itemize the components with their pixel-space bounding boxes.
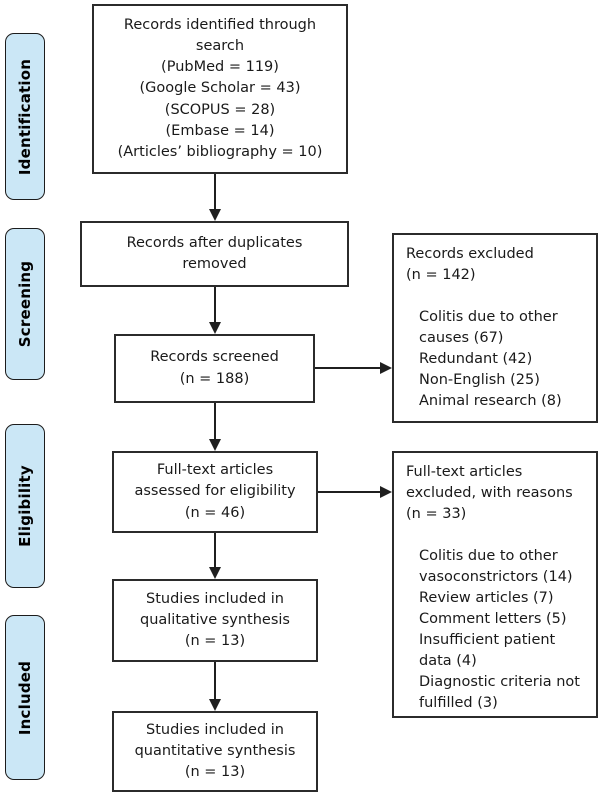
arrow-line bbox=[214, 533, 216, 567]
box-qualitative-synthesis: Studies included in qualitative synthesi… bbox=[112, 579, 318, 662]
box-records-identified: Records identified through search (PubMe… bbox=[92, 4, 348, 174]
arrowhead-right-icon bbox=[380, 362, 392, 374]
arrowhead-down-icon bbox=[209, 209, 221, 221]
box-records-screened-text: Records screened (n = 188) bbox=[150, 349, 279, 387]
records-excluded-reasons: Colitis due to other causes (67) Redunda… bbox=[419, 307, 592, 412]
box-qualitative-synthesis-text: Studies included in qualitative synthesi… bbox=[140, 590, 290, 649]
box-records-identified-text: Records identified through search (PubMe… bbox=[117, 17, 323, 160]
arrow-line bbox=[214, 662, 216, 699]
arrow-line bbox=[315, 367, 380, 369]
reason-item: Diagnostic criteria not fulfilled (3) bbox=[419, 674, 580, 712]
stage-screening: Screening bbox=[5, 228, 45, 380]
reason-item: Comment letters (5) bbox=[419, 611, 567, 628]
arrowhead-down-icon bbox=[209, 439, 221, 451]
reason-item: Animal research (8) bbox=[419, 393, 562, 410]
box-full-text-assessed: Full-text articles assessed for eligibil… bbox=[112, 451, 318, 533]
stage-screening-label: Screening bbox=[16, 260, 35, 348]
arrowhead-right-icon bbox=[380, 486, 392, 498]
box-records-after-duplicates: Records after duplicates removed bbox=[80, 221, 349, 287]
arrow-line bbox=[318, 491, 380, 493]
reason-item: Insufficient patient data (4) bbox=[419, 632, 556, 670]
stage-identification-label: Identification bbox=[16, 58, 35, 175]
box-full-text-excluded-header: Full-text articles excluded, with reason… bbox=[406, 464, 573, 523]
arrowhead-down-icon bbox=[209, 322, 221, 334]
stage-identification: Identification bbox=[5, 33, 45, 200]
box-full-text-excluded: Full-text articles excluded, with reason… bbox=[392, 451, 598, 718]
reason-item: Colitis due to other vasoconstrictors (1… bbox=[419, 548, 573, 586]
arrow-line bbox=[214, 174, 216, 210]
arrow-line bbox=[214, 403, 216, 439]
arrow-line bbox=[214, 287, 216, 322]
box-full-text-assessed-text: Full-text articles assessed for eligibil… bbox=[134, 462, 296, 521]
stage-included: Included bbox=[5, 615, 45, 780]
reason-item: Review articles (7) bbox=[419, 590, 554, 607]
stage-eligibility: Eligibility bbox=[5, 424, 45, 588]
box-quantitative-synthesis-text: Studies included in quantitative synthes… bbox=[134, 721, 296, 780]
box-records-after-duplicates-text: Records after duplicates removed bbox=[126, 234, 303, 272]
box-records-excluded: Records excluded (n = 142) Colitis due t… bbox=[392, 233, 598, 423]
full-text-excluded-reasons: Colitis due to other vasoconstrictors (1… bbox=[419, 546, 592, 714]
reason-item: Colitis due to other causes (67) bbox=[419, 309, 558, 347]
arrowhead-down-icon bbox=[209, 567, 221, 579]
stage-included-label: Included bbox=[16, 660, 35, 735]
box-records-excluded-header: Records excluded (n = 142) bbox=[406, 246, 534, 284]
stage-eligibility-label: Eligibility bbox=[16, 465, 35, 547]
box-records-screened: Records screened (n = 188) bbox=[114, 334, 315, 403]
reason-item: Redundant (42) bbox=[419, 351, 533, 368]
reason-item: Non-English (25) bbox=[419, 372, 540, 389]
box-quantitative-synthesis: Studies included in quantitative synthes… bbox=[112, 711, 318, 792]
arrowhead-down-icon bbox=[209, 699, 221, 711]
